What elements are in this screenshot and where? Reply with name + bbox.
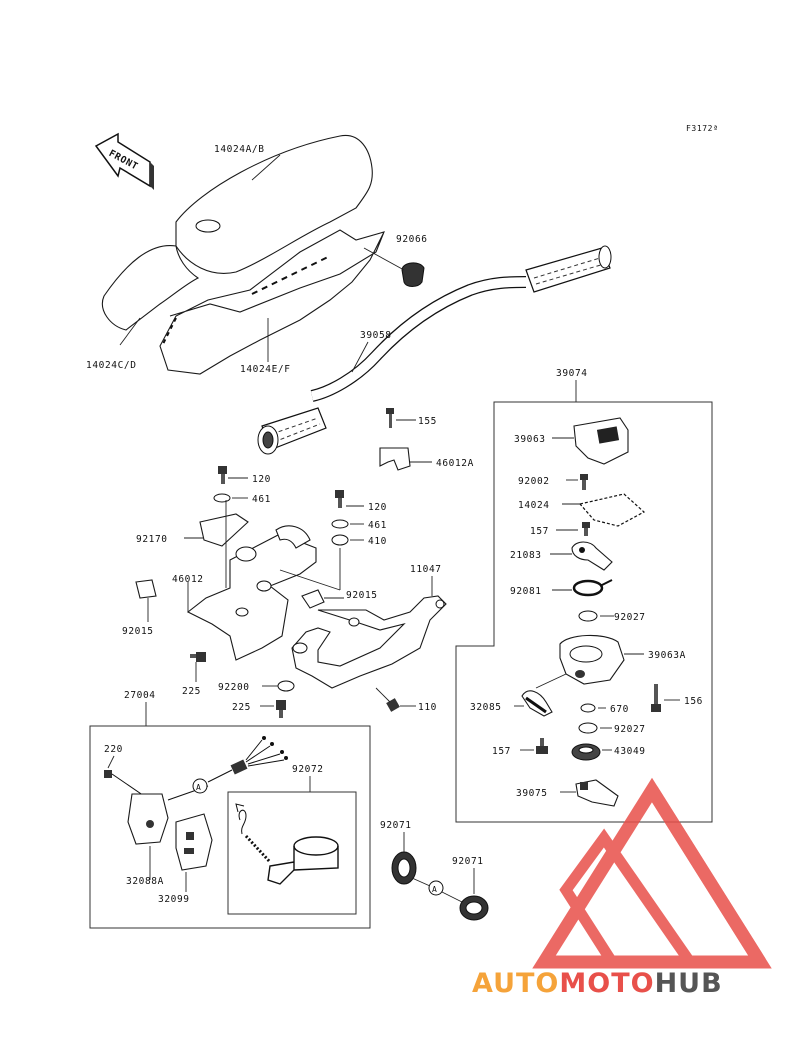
- clamp-46012A: [379, 447, 411, 471]
- bracket-11047: [291, 595, 447, 689]
- watermark-text: AUTOMOTOHUB: [472, 968, 723, 999]
- watermark-hub: HUB: [655, 968, 723, 999]
- label-92071-b: 92071: [452, 856, 484, 867]
- label-92027-a: 92027: [614, 612, 646, 623]
- watermark-moto: MOTO: [559, 968, 654, 999]
- label-92170: 92170: [136, 534, 168, 545]
- seat-drawing: [102, 134, 385, 375]
- label-92002: 92002: [518, 476, 550, 487]
- label-32088A: 32088A: [126, 876, 164, 887]
- box-39074: [455, 401, 713, 823]
- plate-21083: [571, 541, 613, 571]
- box-27004: [89, 725, 371, 929]
- front-arrow-icon: FRONT: [94, 132, 154, 190]
- wire-harness: [207, 736, 288, 783]
- label-670: 670: [610, 704, 629, 715]
- connector-a-label-1: A: [196, 783, 201, 792]
- label-14024: 14024: [518, 500, 550, 511]
- label-39058: 39058: [360, 330, 392, 341]
- label-120-b: 120: [368, 502, 387, 513]
- washer-92027-b: [578, 722, 598, 734]
- label-39063: 39063: [514, 434, 546, 445]
- connector-a-label-2: A: [432, 885, 437, 894]
- label-32085: 32085: [470, 702, 502, 713]
- figure-ref-code: F3172ª: [686, 124, 719, 133]
- label-14024AB: 14024A/B: [214, 144, 265, 155]
- label-157-b: 157: [492, 746, 511, 757]
- label-39074: 39074: [556, 368, 588, 379]
- box-92072: [227, 791, 357, 915]
- label-157-a: 157: [530, 526, 549, 537]
- grommet-92066: [401, 262, 425, 287]
- screw-157-a: [582, 522, 590, 528]
- label-110: 110: [418, 702, 437, 713]
- bushing-43049: [571, 743, 601, 761]
- screw-156: [651, 684, 661, 712]
- gasket-14024: [578, 493, 646, 527]
- label-156: 156: [684, 696, 703, 707]
- label-32099: 32099: [158, 894, 190, 905]
- bolt-225-b: [276, 700, 286, 718]
- connector-a-icon-2: [428, 880, 444, 896]
- seal-670: [580, 703, 596, 713]
- label-14024EF: 14024E/F: [240, 364, 291, 375]
- label-11047: 11047: [410, 564, 442, 575]
- handlebar-39058: [257, 245, 612, 455]
- bolt-155: [386, 408, 394, 428]
- label-92081: 92081: [510, 586, 542, 597]
- label-225-a: 225: [182, 686, 201, 697]
- grommet-92071-a: [391, 851, 417, 885]
- cable-end-39075: [575, 779, 619, 807]
- label-461-a: 461: [252, 494, 271, 505]
- watermark-logo: [532, 777, 772, 969]
- label-120-a: 120: [252, 474, 271, 485]
- label-92027-b: 92027: [614, 724, 646, 735]
- label-225-b: 225: [232, 702, 251, 713]
- label-220: 220: [104, 744, 123, 755]
- label-43049: 43049: [614, 746, 646, 757]
- label-92066: 92066: [396, 234, 428, 245]
- label-46012A: 46012A: [436, 458, 474, 469]
- label-21083: 21083: [510, 550, 542, 561]
- lever-32085: [521, 690, 553, 717]
- holder-46012: [186, 513, 317, 661]
- spring-92081: [572, 579, 613, 597]
- label-27004: 27004: [124, 690, 156, 701]
- label-39063A: 39063A: [648, 650, 686, 661]
- screw-92002: [580, 474, 588, 480]
- label-92071-a: 92071: [380, 820, 412, 831]
- label-46012: 46012: [172, 574, 204, 585]
- label-92015-a: 92015: [122, 626, 154, 637]
- label-92072: 92072: [292, 764, 324, 775]
- label-92015-b: 92015: [346, 590, 378, 601]
- grommet-92071-b: [459, 895, 489, 921]
- cover-39063: [573, 417, 629, 465]
- label-461-b: 461: [368, 520, 387, 531]
- housing-39063A: [559, 634, 625, 685]
- label-39075: 39075: [516, 788, 548, 799]
- label-155: 155: [418, 416, 437, 427]
- clamp-92072: [235, 803, 339, 885]
- connector-a-icon: [192, 778, 208, 794]
- label-410: 410: [368, 536, 387, 547]
- bolt-225-a: [190, 652, 206, 662]
- label-14024CD: 14024C/D: [86, 360, 137, 371]
- screw-157-b: [536, 738, 548, 754]
- watermark-auto: AUTO: [472, 968, 559, 999]
- washer-92027-a: [578, 610, 598, 622]
- switch-32099: [175, 813, 213, 871]
- label-92200: 92200: [218, 682, 250, 693]
